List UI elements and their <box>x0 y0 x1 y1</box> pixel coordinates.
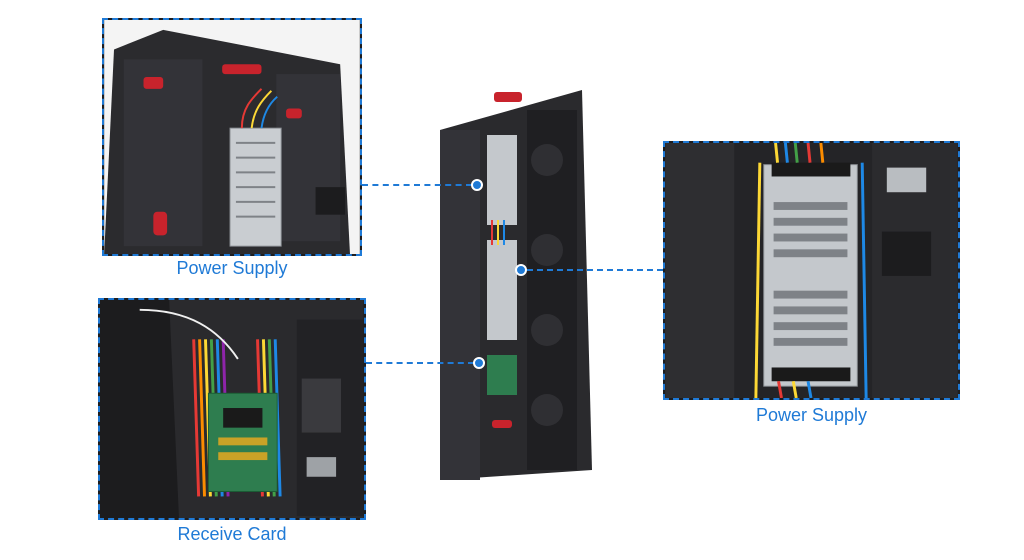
connector-top-left <box>362 184 472 186</box>
receive-card-caption: Receive Card <box>177 524 287 544</box>
led-cabinet <box>432 70 594 490</box>
connector-dot-right <box>515 264 527 276</box>
power-supply-photo-right <box>665 143 958 398</box>
power-supply-caption-top: Power Supply <box>176 258 288 278</box>
connector-dot-bottom <box>473 357 485 369</box>
connector-dot-top <box>471 179 483 191</box>
connector-bottom-left <box>366 362 474 364</box>
led-cabinet-photo <box>440 90 592 480</box>
connector-right <box>527 269 663 271</box>
power-supply-closeup-top-left <box>102 18 362 256</box>
receive-card-photo <box>100 300 364 518</box>
receive-card-closeup <box>98 298 366 520</box>
power-supply-photo <box>104 20 360 254</box>
power-supply-caption-right: Power Supply <box>755 405 868 425</box>
power-supply-closeup-right <box>663 141 960 400</box>
